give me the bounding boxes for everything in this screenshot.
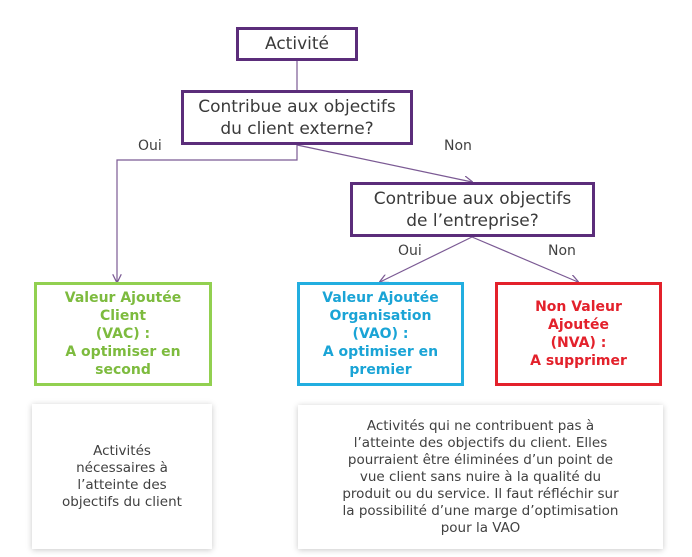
description-nva-line-5: produit ou du service. Il faut réfléchir… — [342, 485, 619, 502]
description-nva-line-2: l’atteinte des objectifs du client. Elle… — [353, 434, 608, 451]
nva-line-2: Ajoutée — [548, 317, 609, 333]
nva-line-1: Non Valeur — [535, 299, 622, 315]
nva-line-3: (NVA) : — [550, 335, 607, 351]
connector-oui-vac — [117, 145, 298, 282]
edge-label-non-1: Non — [444, 138, 472, 154]
description-nva-line-7: pour la VAO — [440, 519, 521, 536]
question-client-line-2: du client externe? — [220, 118, 374, 139]
vao-line-4: A optimiser en — [322, 344, 439, 360]
description-vac-line-2: nécessaires à — [76, 459, 168, 476]
node-vao: Valeur Ajoutée Organisation (VAO) : A op… — [297, 282, 464, 386]
vao-line-5: premier — [349, 362, 412, 378]
edge-label-oui-2: Oui — [398, 243, 422, 259]
vac-line-4: A optimiser en — [65, 344, 181, 360]
connector-oui-vao — [380, 236, 473, 282]
description-vac: Activités nécessaires à l’atteinte des o… — [32, 404, 212, 549]
description-vac-line-4: objectifs du client — [62, 493, 182, 510]
node-question-entreprise: Contribue aux objectifs de l’entreprise? — [350, 182, 595, 237]
connector-non-nva — [471, 236, 578, 282]
vac-line-3: (VAC) : — [95, 326, 151, 342]
description-nva-line-3: pourraient être éliminées d’un point de — [347, 451, 614, 468]
node-nva: Non Valeur Ajoutée (NVA) : A supprimer — [495, 282, 662, 386]
description-nva-line-4: vue client sans nuire à la qualité du — [359, 468, 602, 485]
nva-line-4: A supprimer — [530, 353, 627, 369]
description-nva-line-6: la possibilité d’une marge d’optimisatio… — [342, 502, 619, 519]
vao-line-3: (VAO) : — [352, 326, 409, 342]
connector-non-question2 — [296, 144, 472, 182]
vac-line-2: Client — [99, 308, 147, 324]
description-vac-line-3: l’atteinte des — [77, 476, 167, 493]
description-vac-line-1: Activités — [93, 442, 151, 459]
vao-line-1: Valeur Ajoutée — [322, 290, 439, 306]
question-entreprise-line-1: Contribue aux objectifs — [373, 188, 572, 209]
edge-label-non-2: Non — [548, 243, 576, 259]
vac-line-1: Valeur Ajoutée — [64, 290, 182, 306]
description-nva: Activités qui ne contribuent pas à l’att… — [298, 405, 663, 549]
question-client-line-1: Contribue aux objectifs — [198, 96, 396, 117]
node-activite: Activité — [236, 27, 358, 61]
node-vac: Valeur Ajoutée Client (VAC) : A optimise… — [34, 282, 212, 386]
description-nva-line-1: Activités qui ne contribuent pas à — [366, 417, 595, 434]
vao-line-2: Organisation — [329, 308, 432, 324]
edge-label-oui-1: Oui — [138, 138, 162, 154]
node-question-client: Contribue aux objectifs du client extern… — [181, 90, 413, 145]
node-activite-label: Activité — [265, 34, 329, 54]
vac-line-5: second — [95, 362, 151, 378]
question-entreprise-line-2: de l’entreprise? — [406, 210, 539, 231]
